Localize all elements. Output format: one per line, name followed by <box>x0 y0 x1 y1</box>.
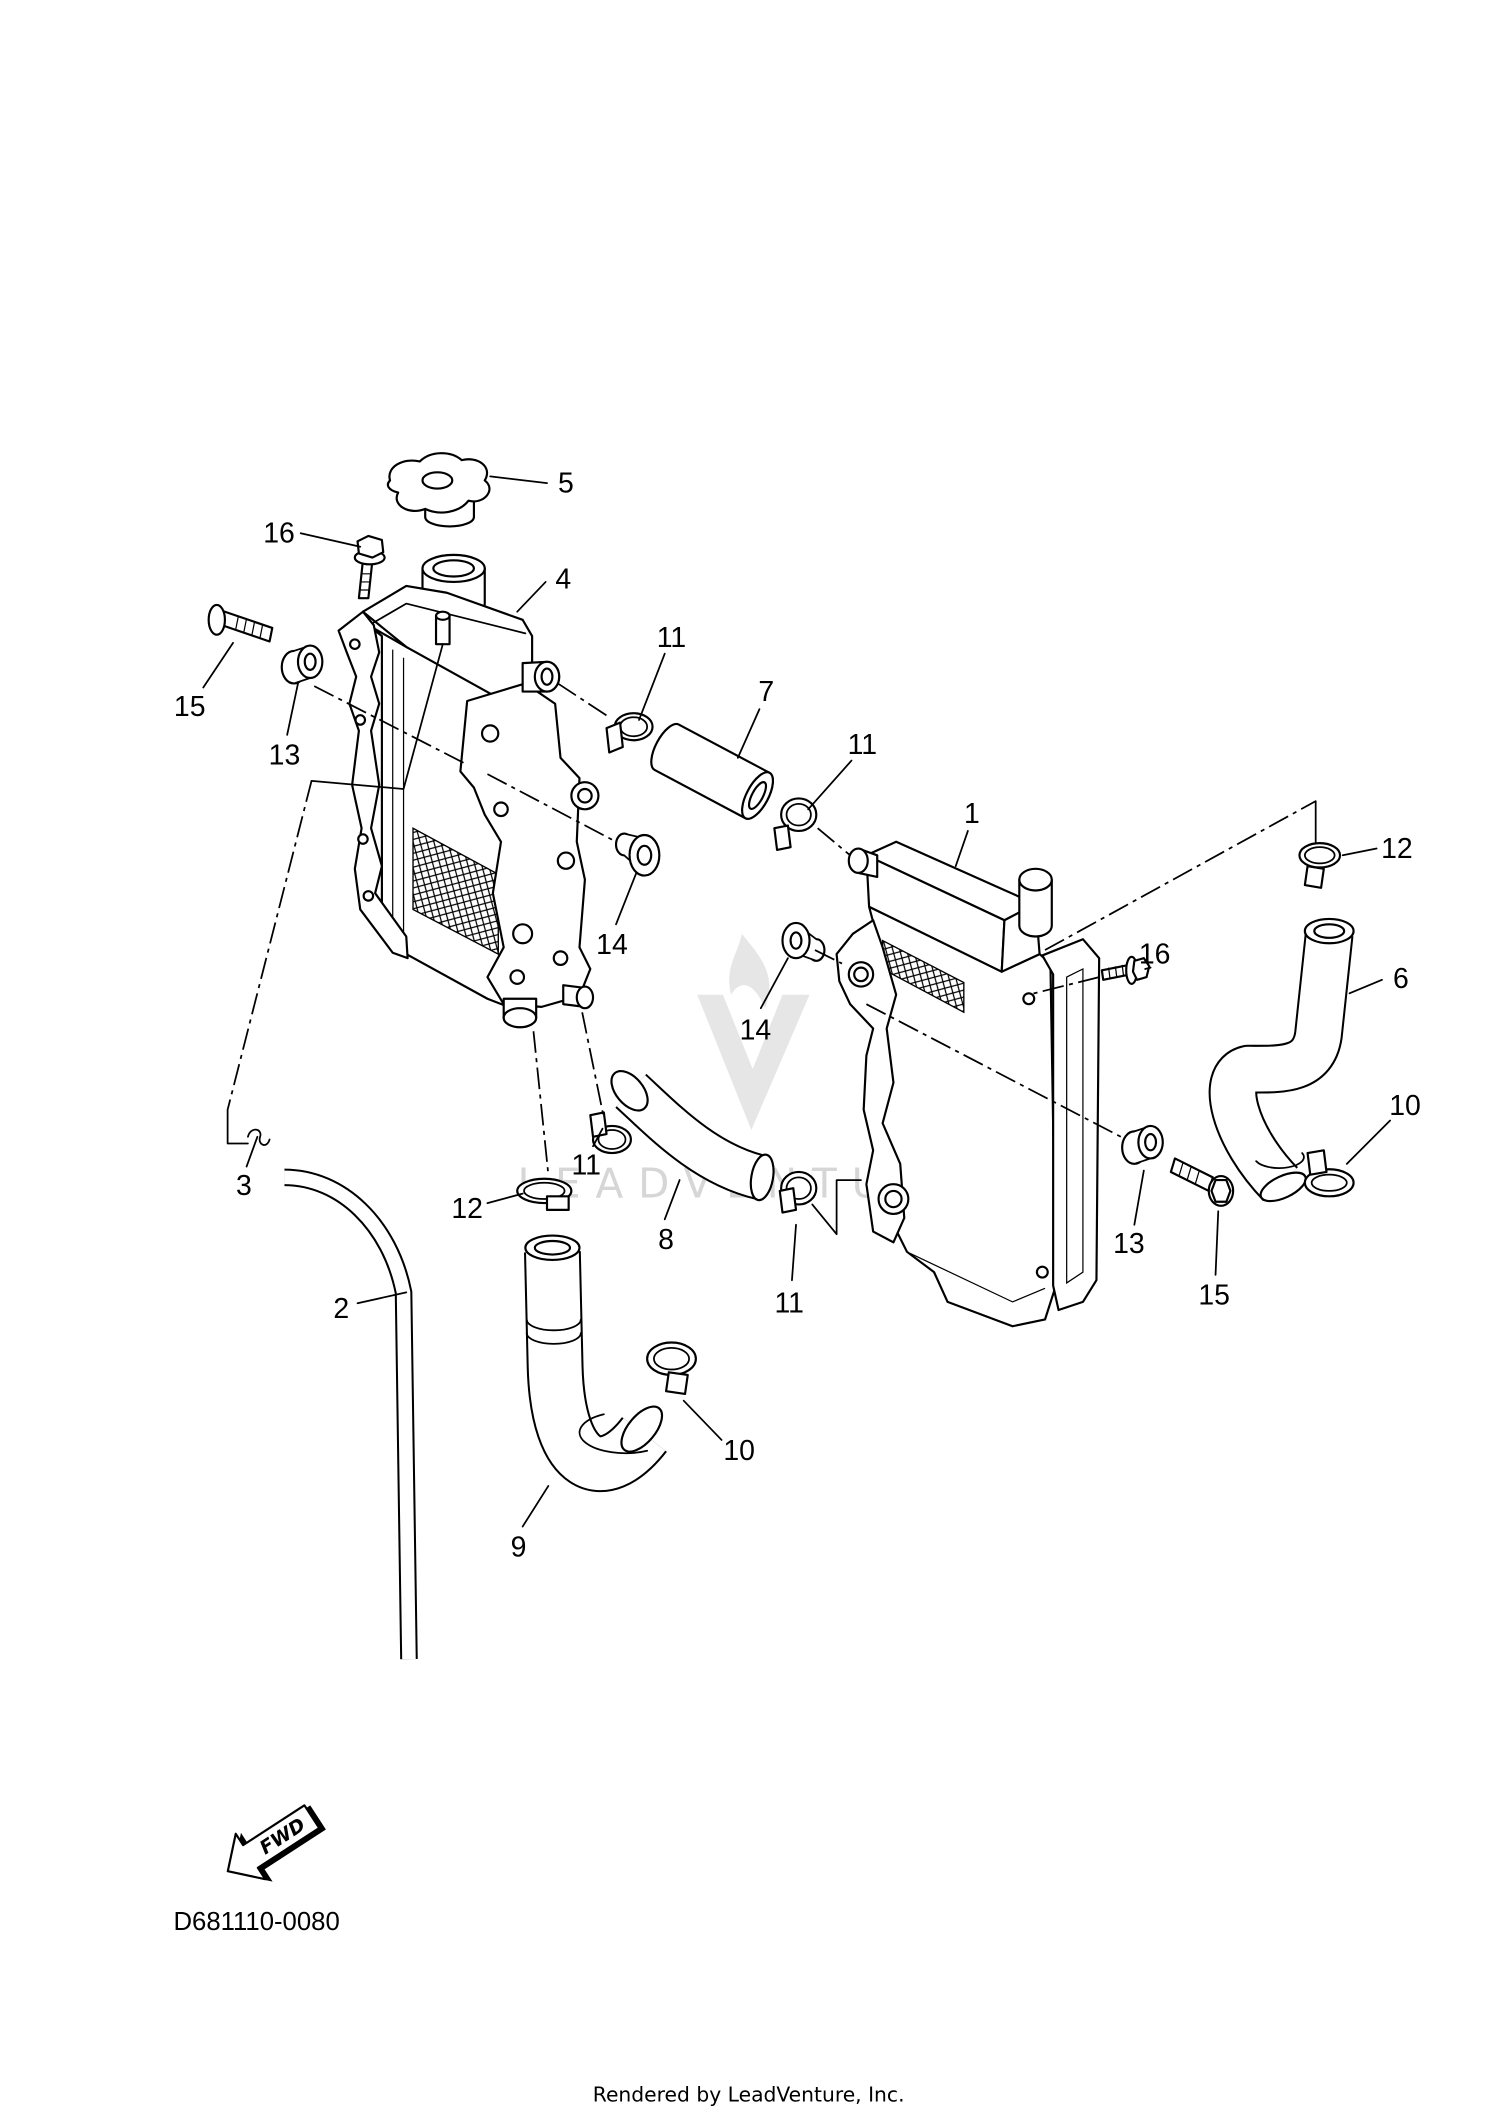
callout-label: 12 <box>1381 833 1413 865</box>
callout-label: 15 <box>1198 1280 1230 1312</box>
hose-clamp <box>1303 1149 1355 1198</box>
callout-label: 11 <box>848 729 877 761</box>
grommet <box>280 644 324 685</box>
forward-arrow-icon: FWD <box>226 1804 326 1882</box>
callout-label: 15 <box>174 691 206 723</box>
callout-label: 12 <box>451 1193 483 1225</box>
callout-label: 14 <box>596 929 628 961</box>
callout-label: 13 <box>269 740 301 772</box>
watermark-logo <box>697 933 810 1131</box>
callout-label: 8 <box>658 1224 674 1256</box>
hose-clamp <box>646 1341 697 1395</box>
callout-labels: 5 16 4 15 13 11 7 11 1 12 14 16 6 14 10 … <box>174 468 1421 1564</box>
callout-label: 9 <box>511 1531 527 1563</box>
callout-label: 2 <box>333 1293 349 1325</box>
leader-lines <box>202 475 1391 1528</box>
core-mesh <box>412 827 499 956</box>
grommet <box>1121 1124 1164 1165</box>
bolt <box>207 603 274 643</box>
callout-label: 11 <box>657 622 687 654</box>
callout-label: 10 <box>723 1435 755 1467</box>
radiator-cap <box>386 452 491 528</box>
callout-label: 1 <box>964 798 980 830</box>
callout-label: 13 <box>1113 1228 1145 1260</box>
hose-upper <box>650 722 774 820</box>
hose-clamp <box>589 1111 632 1155</box>
bolt <box>1100 955 1151 985</box>
bolt <box>353 534 386 600</box>
footer-credit: Rendered by LeadVenture, Inc. <box>593 2083 905 2107</box>
callout-label: 14 <box>740 1014 772 1046</box>
hose-joint <box>610 1070 775 1202</box>
hose-clamp <box>773 797 818 851</box>
radiator-left <box>337 584 600 1029</box>
callout-label: 3 <box>236 1170 252 1202</box>
hose-lower <box>524 1234 667 1492</box>
callout-label: 6 <box>1393 963 1409 995</box>
hose-clamp <box>778 1170 818 1214</box>
hose-clamp <box>605 712 654 754</box>
hose-clamp <box>1298 842 1342 889</box>
callout-label: 11 <box>571 1150 601 1182</box>
callout-label: 5 <box>558 468 574 500</box>
callout-label: 10 <box>1389 1090 1421 1122</box>
collar <box>614 832 661 877</box>
hose-clip <box>247 1128 271 1146</box>
callout-label: 16 <box>263 518 295 550</box>
breather-hose <box>284 1168 418 1660</box>
hose-right <box>1208 917 1355 1203</box>
callout-label: 16 <box>1139 939 1171 971</box>
assembly-lines <box>226 643 1317 1236</box>
bolt <box>1169 1157 1235 1207</box>
hose-clamp <box>516 1177 573 1211</box>
callout-label: 7 <box>758 676 774 708</box>
figure-code: D681110-0080 <box>173 1908 339 1936</box>
radiator-right <box>835 840 1101 1328</box>
collar <box>781 921 826 962</box>
callout-label: 4 <box>555 564 571 596</box>
callout-label: 11 <box>774 1288 803 1320</box>
